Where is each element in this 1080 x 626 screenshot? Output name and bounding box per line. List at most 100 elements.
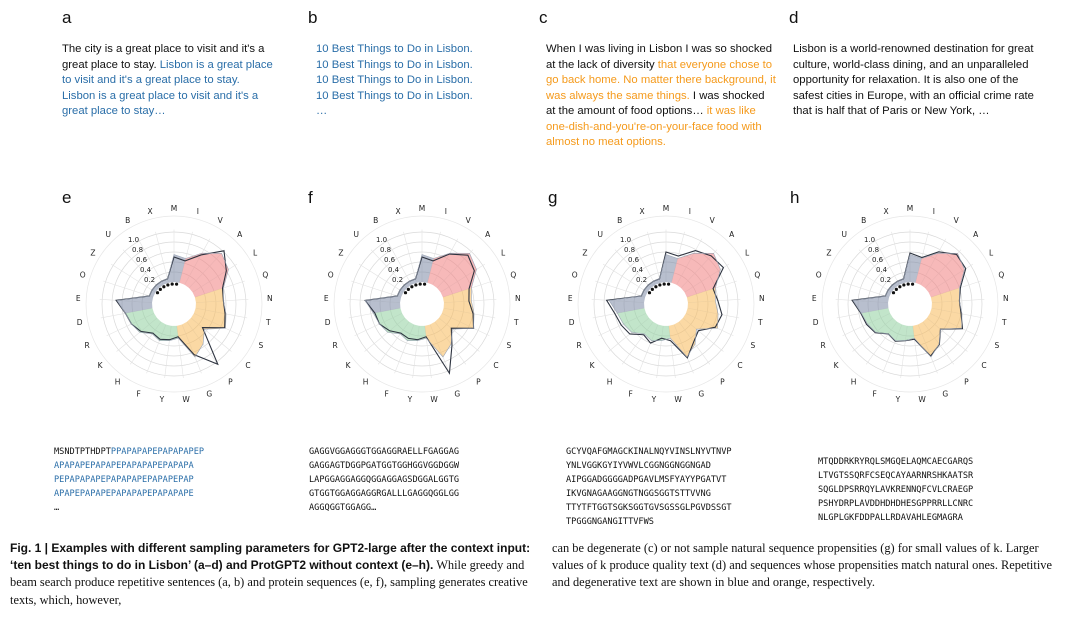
natural-sector bbox=[897, 278, 905, 285]
natural-sector bbox=[875, 318, 898, 334]
natural-sector bbox=[186, 318, 205, 345]
center-dot bbox=[906, 282, 910, 286]
amino-acid-label: T bbox=[757, 318, 763, 327]
panel-text-a: The city is a great place to visit and i… bbox=[62, 42, 282, 120]
tick-label: 0.6 bbox=[872, 256, 884, 264]
amino-acid-label: W bbox=[674, 395, 682, 404]
natural-sector bbox=[195, 300, 227, 314]
amino-acid-label: O bbox=[572, 270, 578, 279]
panel-label-a: a bbox=[62, 8, 72, 27]
amino-acid-label: U bbox=[354, 230, 360, 239]
natural-sector bbox=[407, 324, 420, 341]
spoke bbox=[370, 249, 408, 289]
natural-sector bbox=[409, 278, 417, 285]
natural-line bbox=[852, 252, 965, 358]
text-segment: TTYTFTGGTSGKSGGTGVSGSSGLPGVDSSGT bbox=[566, 503, 732, 513]
text-segment: SQGLDPSRRQYLAVKRENNQFCVLCRAEGP bbox=[818, 485, 974, 495]
center-dot bbox=[406, 287, 410, 291]
natural-sector bbox=[867, 313, 894, 333]
spoke bbox=[891, 231, 905, 283]
text-segment: PSHYDRPLAVDDHDHDHESGPPRRLLCNRC bbox=[818, 499, 974, 509]
outer-ring bbox=[577, 215, 755, 393]
amino-acid-label: T bbox=[513, 318, 519, 327]
amino-acid-label: L bbox=[501, 249, 506, 258]
spoke bbox=[146, 324, 167, 374]
natural-sector bbox=[149, 290, 156, 298]
spoke bbox=[347, 299, 401, 303]
center-dot bbox=[898, 285, 902, 289]
natural-sector bbox=[117, 295, 154, 303]
spoke bbox=[647, 231, 661, 283]
amino-acid-label: W bbox=[182, 395, 190, 404]
natural-sector bbox=[125, 308, 155, 325]
natural-sector bbox=[653, 278, 661, 285]
spoke bbox=[195, 299, 249, 303]
text-segment: 10 Best Things to Do in Lisbon. bbox=[316, 74, 473, 86]
tick-label: 0.2 bbox=[392, 276, 403, 284]
tick-label: 1.0 bbox=[620, 236, 631, 244]
tick-label: 0.2 bbox=[144, 276, 155, 284]
natural-sector bbox=[912, 324, 931, 357]
amino-acid-label: G bbox=[454, 389, 460, 398]
center-dot bbox=[162, 285, 166, 289]
text-segment: TPGGGNGANGITTVFWS bbox=[566, 517, 654, 527]
spoke bbox=[638, 324, 659, 374]
amino-acid-label: X bbox=[148, 207, 153, 216]
natural-sector bbox=[365, 300, 401, 314]
spoke bbox=[164, 325, 172, 378]
text-segment: it was like one-dish-and-you're-on-your-… bbox=[546, 105, 762, 148]
natural-sector bbox=[189, 253, 229, 293]
center-dot bbox=[650, 287, 654, 291]
amino-acid-label: Y bbox=[159, 395, 165, 404]
caption-body-left: While greedy and beam search produce rep… bbox=[10, 558, 528, 607]
panel-label-h: h bbox=[790, 188, 800, 207]
text-segment: APAPAPEPAPAPEPAPAPAPEPAPAPA bbox=[54, 461, 194, 471]
natural-sector bbox=[422, 254, 434, 283]
amino-acid-label: Z bbox=[338, 249, 343, 258]
natural-sector bbox=[373, 308, 403, 325]
tick-label: 0.2 bbox=[636, 276, 647, 284]
amino-acid-label: R bbox=[333, 341, 338, 350]
amino-acid-label: M bbox=[907, 204, 913, 213]
text-segment: YNLVGGKGYIYVWVLCGGNGGNGGNGAD bbox=[566, 461, 711, 471]
center-dot bbox=[166, 283, 170, 287]
spoke bbox=[595, 280, 646, 298]
amino-acid-label: T bbox=[1001, 318, 1007, 327]
center-dot bbox=[662, 282, 666, 286]
natural-sector bbox=[685, 308, 719, 329]
natural-sector bbox=[609, 300, 645, 314]
natural-sector bbox=[193, 308, 227, 329]
amino-acid-label: X bbox=[640, 207, 645, 216]
spoke bbox=[424, 325, 432, 378]
amino-acid-label: I bbox=[689, 207, 691, 216]
spoke bbox=[592, 307, 645, 319]
amino-acid-label: Z bbox=[826, 249, 831, 258]
panel-text-b: 10 Best Things to Do in Lisbon.10 Best T… bbox=[316, 42, 516, 120]
natural-sector bbox=[895, 324, 908, 341]
amino-acid-label: Q bbox=[998, 270, 1004, 279]
amino-acid-label: Z bbox=[582, 249, 587, 258]
spoke bbox=[900, 325, 908, 378]
amino-acid-label: F bbox=[872, 389, 876, 398]
natural-sector bbox=[174, 254, 186, 283]
amino-acid-label: O bbox=[80, 270, 86, 279]
amino-acid-label: I bbox=[197, 207, 199, 216]
natural-sector bbox=[117, 300, 153, 314]
natural-sector bbox=[641, 290, 648, 298]
tick-label: 0.2 bbox=[880, 276, 891, 284]
amino-acid-label: T bbox=[265, 318, 271, 327]
amino-acid-label: L bbox=[989, 249, 994, 258]
amino-acid-label: H bbox=[851, 378, 857, 387]
amino-acid-label: I bbox=[933, 207, 935, 216]
natural-sector bbox=[931, 300, 963, 314]
amino-acid-label: E bbox=[76, 294, 81, 303]
spoke bbox=[394, 324, 415, 374]
natural-sector bbox=[609, 295, 646, 303]
natural-sector bbox=[400, 321, 414, 341]
amino-acid-label: E bbox=[568, 294, 573, 303]
natural-sector bbox=[152, 285, 159, 293]
tick-label: 0.8 bbox=[380, 246, 391, 254]
natural-sector bbox=[161, 278, 169, 285]
